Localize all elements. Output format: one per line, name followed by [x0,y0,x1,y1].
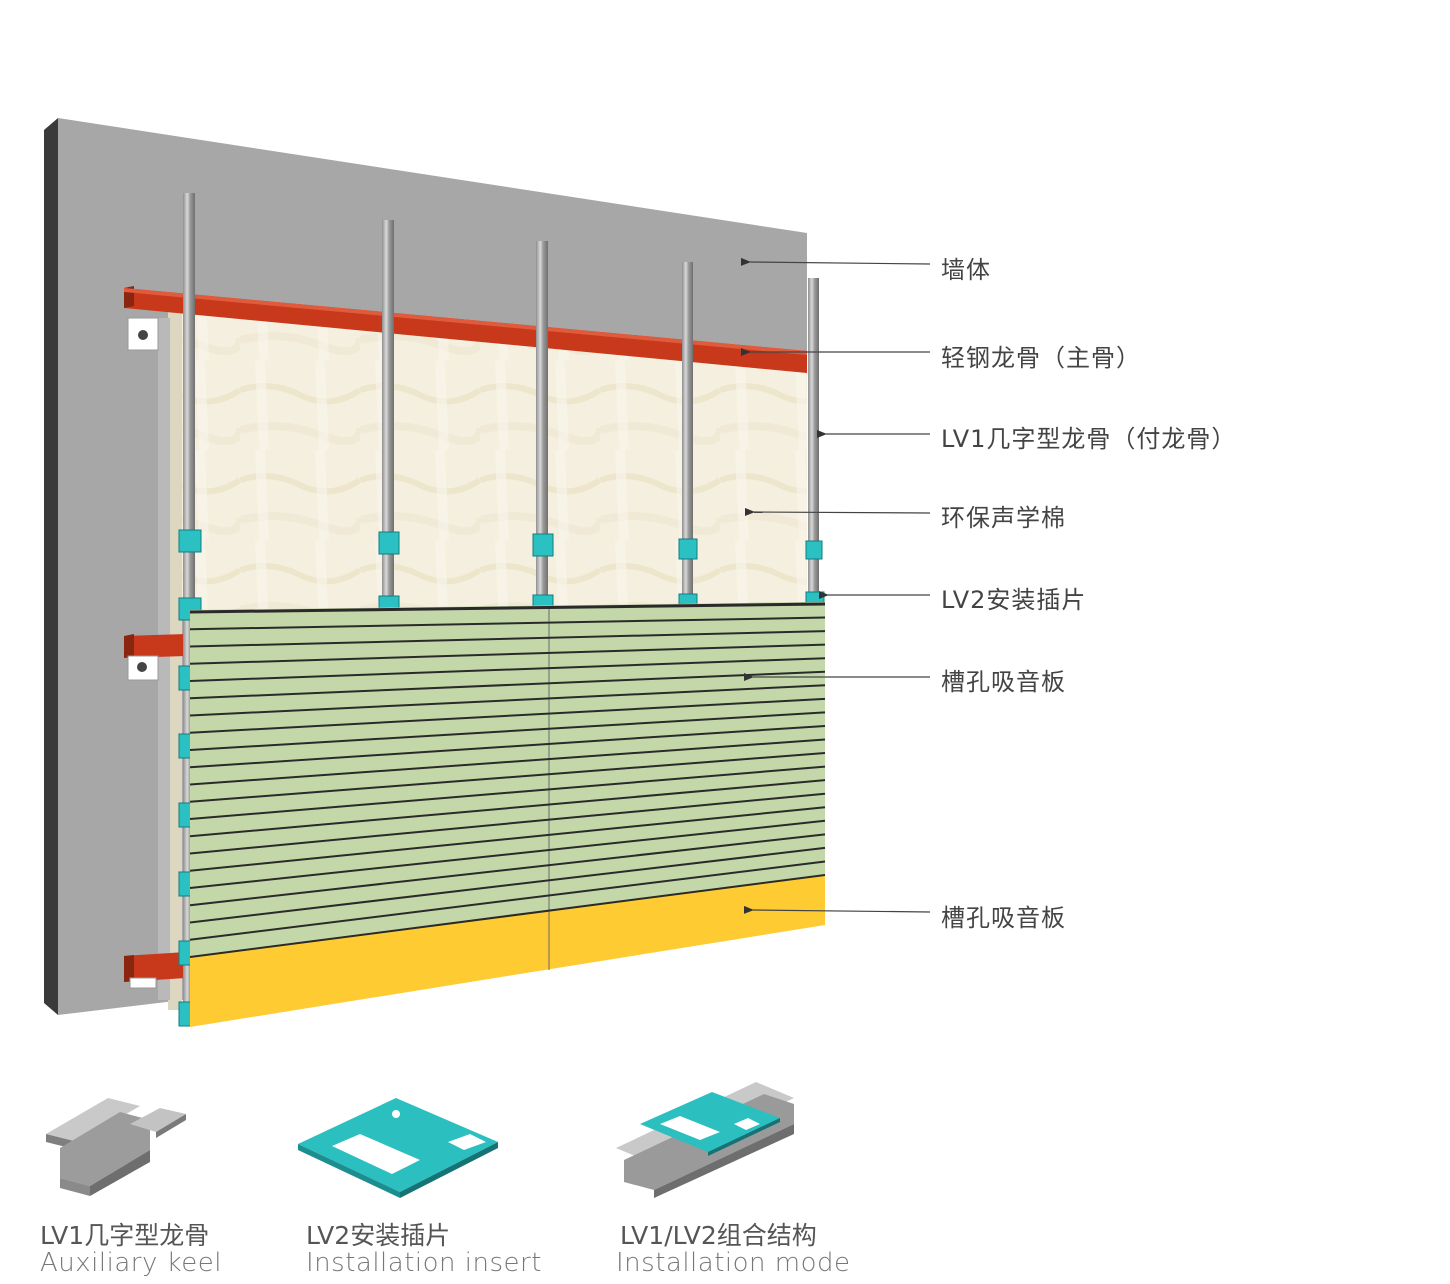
panel-slot [189,819,826,889]
leader-acoustic-wool [744,507,931,516]
panel-slot [189,684,826,717]
callout-auxiliary-keel: LV1几字型龙骨（付龙骨） [941,425,1237,453]
insert-clip [805,540,823,560]
insert-clip [532,533,554,557]
leader-wall [740,257,931,266]
panel-slot [189,697,826,734]
installation-insert-thumbnail [298,1098,498,1198]
panel-slot [189,657,826,682]
slotted-panel-yellow [190,875,825,1027]
main-keel-top [124,286,807,373]
caption-installation-insert-en: Installation insert [306,1248,542,1278]
bracket-top [127,317,159,351]
panel-slot [189,874,826,958]
panel-slot [189,846,826,924]
callout-wall: 墙体 [941,256,991,284]
wall-side-edge [44,118,58,1015]
insert-clip [532,594,554,608]
insert-clip [178,529,202,553]
panel-slot [189,792,826,855]
panel-slot [189,833,826,907]
auxiliary-keel-3 [536,241,548,604]
slotted-panel [189,602,826,1027]
panel-slot [189,670,826,700]
auxiliary-keel-4 [682,262,693,602]
panel-slots [189,602,826,958]
combination-thumbnail [616,1082,794,1198]
leader-yellow-panel [743,905,931,914]
caption-auxiliary-keel-en: Auxiliary keel [40,1248,222,1278]
callout-yellow-panel: 槽孔吸音板 [941,904,1066,932]
auxiliary-keel-5 [808,278,819,602]
main-keel-bottom [124,952,186,982]
bracket-bottom [129,977,157,989]
caption-auxiliary-keel-zh: LV1几字型龙骨 [40,1221,210,1250]
callout-main-keel: 轻钢龙骨（主骨） [941,344,1141,372]
panel-slot [189,643,826,665]
panel-slot [189,738,826,786]
panel-slot [189,765,826,820]
leader-lines [740,257,931,914]
insert-clip [378,531,400,555]
panel-slot [189,860,826,941]
caption-combination-zh: LV1/LV2组合结构 [620,1221,817,1250]
panel-slot [189,711,826,751]
panel-slot [189,602,826,614]
auxiliary-keel-thumbnail [46,1098,186,1196]
bracket-middle [127,655,159,681]
insert-clip [678,538,698,560]
insert-clip [378,595,400,609]
main-keels [124,286,807,989]
insert-clip [678,593,698,605]
main-keel-middle [124,634,186,658]
callout-green-panel: 槽孔吸音板 [941,668,1066,696]
inserts [178,529,825,1027]
callout-acoustic-wool: 环保声学棉 [941,504,1066,532]
panel-slot [189,752,826,803]
panel-slot [189,630,826,648]
panel-slot [189,779,826,838]
caption-combination-en: Installation mode [616,1248,851,1278]
panel-slot [189,806,826,872]
auxiliary-keel-2 [382,220,394,606]
callout-insert: LV2安装插片 [941,586,1087,614]
panel-slot [189,724,826,769]
panel-slot [189,616,826,631]
caption-installation-insert-zh: LV2安装插片 [306,1221,451,1250]
